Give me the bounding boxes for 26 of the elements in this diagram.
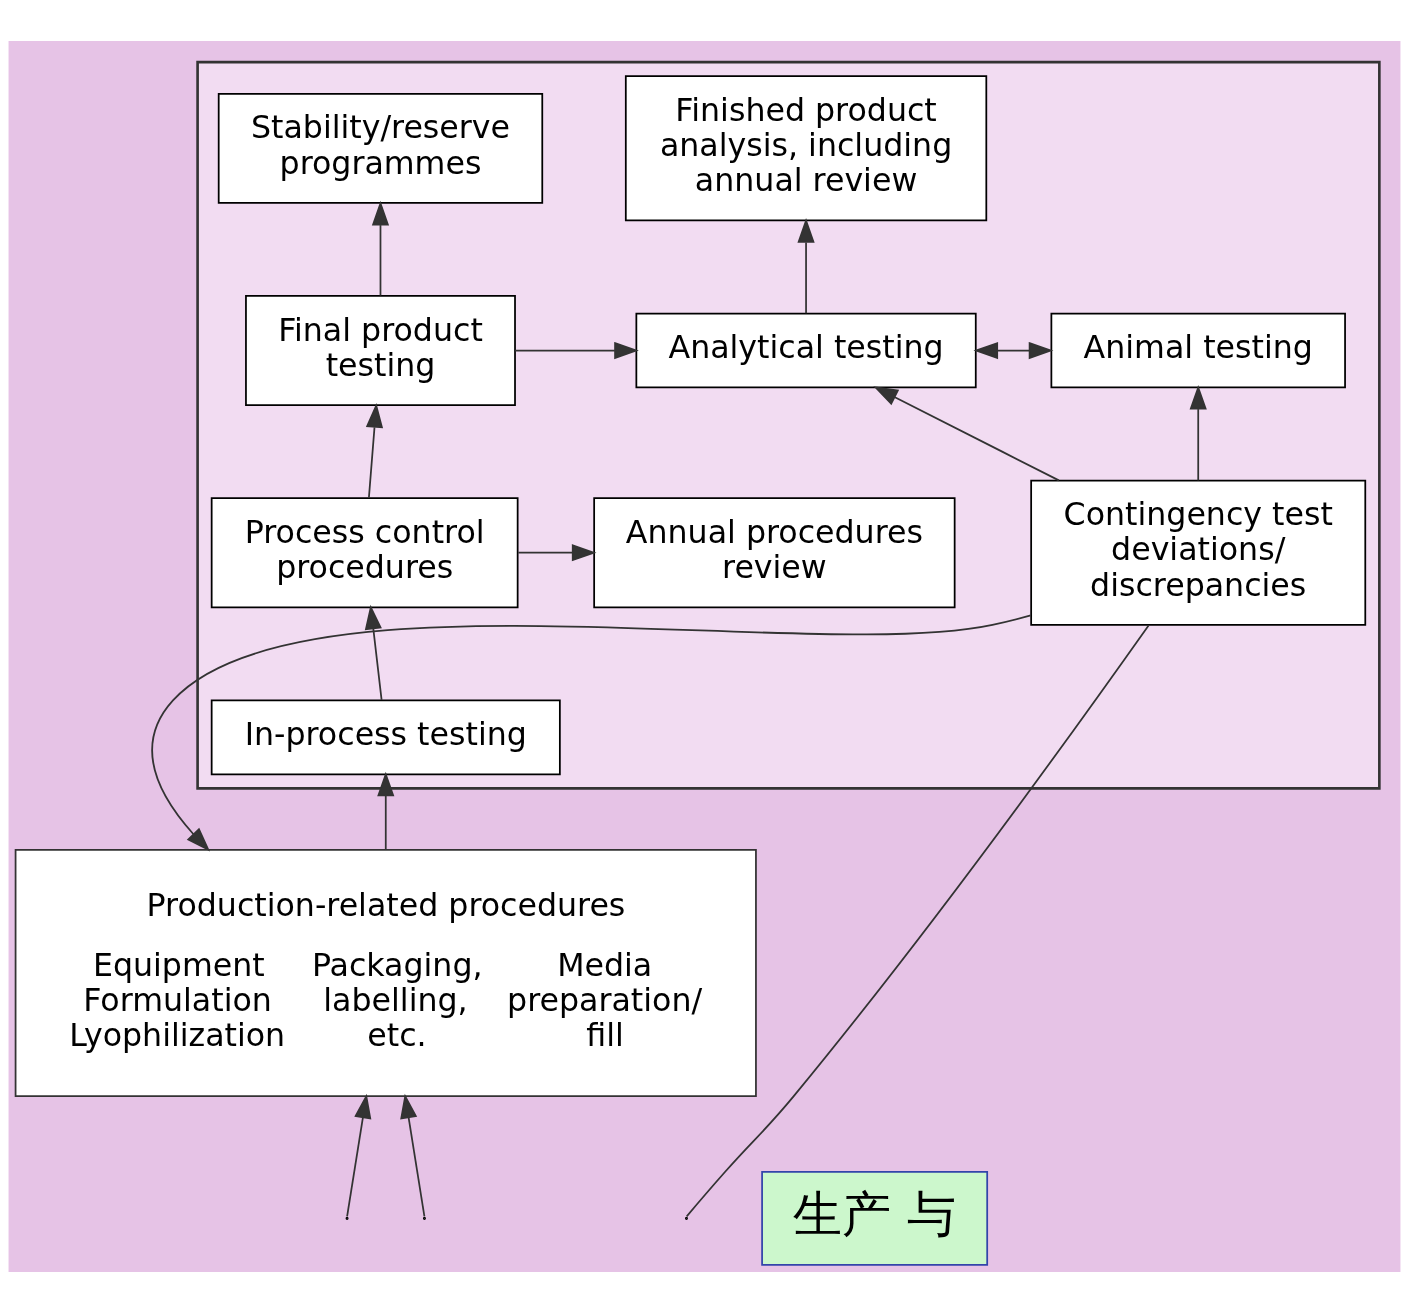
node-box: Final product testing [245,294,516,406]
cluster [196,60,1381,790]
arrow [371,200,390,296]
node-box: Stability/reserve programmes [217,92,544,204]
node-box: Finished product analysis, including annual review [624,74,988,221]
arrow [514,341,639,359]
connector [685,624,1150,1217]
arrow [364,604,383,701]
node-box: Annual procedures review [593,496,956,608]
node-box: Analytical testing [635,312,977,388]
node-box: Contingency test deviations/ discrepancies [1030,479,1367,626]
node-box: Production-related procedures Equipment Formulation Lyophilization Packaging, labelling, etc. Media preparation/ fill [14,848,757,1097]
arrow [1189,384,1207,481]
arrow [400,1093,426,1217]
node-box: In-process testing [210,699,561,775]
node-box: 生产 与 [761,1170,989,1266]
node-box: Process control procedures [210,496,519,608]
node-box: Animal testing [1050,312,1346,388]
arrow [346,1093,372,1217]
arrow [517,543,597,561]
arrow [973,341,1054,359]
arrow [797,217,815,314]
arrow [377,771,395,851]
arrow [151,614,1032,851]
arrow [873,385,1060,481]
arrow [365,402,384,499]
